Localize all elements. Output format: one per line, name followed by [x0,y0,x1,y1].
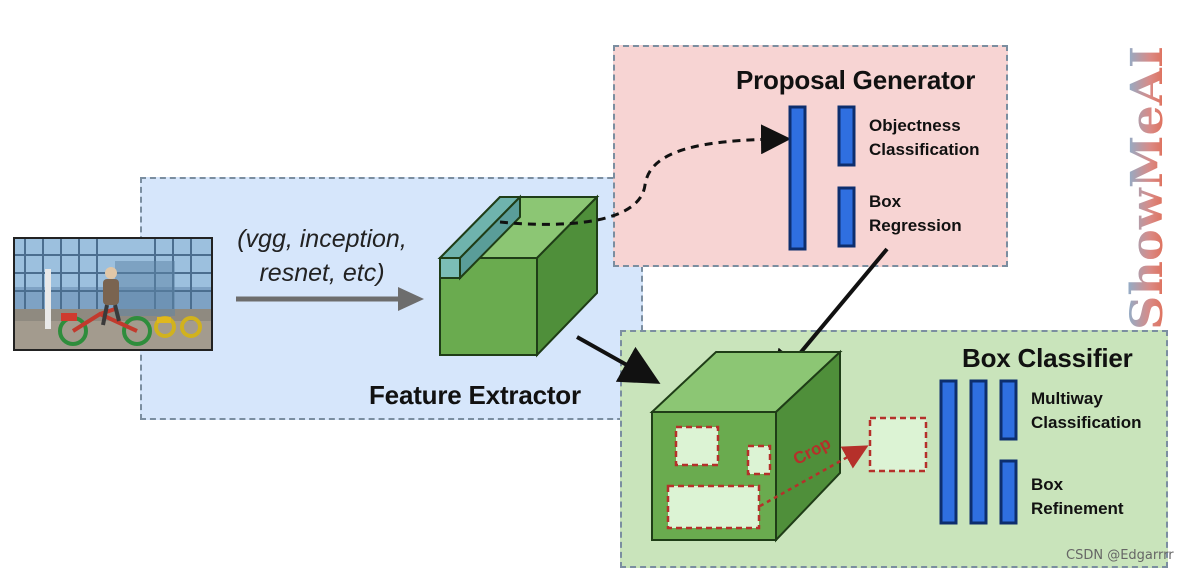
box-refinement-line-1: Box [1031,475,1064,494]
classifier-fc-layer-2 [969,379,988,525]
multiway-line-2: Classification [1031,413,1142,432]
box-regression-line-1: Box [869,192,902,211]
backbones-line-1: (vgg, inception, [237,225,407,253]
classifier-fc-layer-1 [939,379,958,525]
proposal-generator-panel [613,45,1008,267]
feature-extractor-title: Feature Extractor [369,380,581,410]
classifier-feature-cube [649,349,843,543]
objectness-classification-label: Objectness Classification [869,114,980,162]
cropped-region [868,416,928,473]
credit-text: CSDN @Edgarrrr [1066,548,1174,563]
box-classifier-title: Box Classifier [962,343,1133,373]
box-refinement-line-2: Refinement [1031,499,1124,518]
showmeai-watermark-logo: ShowMeAI [1124,46,1168,330]
objectness-line-1: Objectness [869,116,961,135]
objectness-layer [837,105,856,167]
proposal-conv-layer [788,105,807,251]
proposal-generator-title: Proposal Generator [736,65,976,95]
multiway-line-1: Multiway [1031,389,1103,408]
box-refinement-layer [999,459,1018,525]
backbones-label: (vgg, inception, resnet, etc) [222,222,422,290]
roi-box-3 [666,484,761,530]
input-image [13,237,213,351]
roi-box-1 [674,425,720,467]
box-refinement-label: Box Refinement [1031,473,1124,521]
objectness-line-2: Classification [869,140,980,159]
svg-text:ShowMeAI: ShowMeAI [1124,46,1168,330]
box-regression-layer [837,186,856,248]
roi-box-2 [746,444,772,476]
features-to-classifier-arrow [576,335,661,384]
box-regression-line-2: Regression [869,216,962,235]
proposal-dashed-arrow [499,124,791,226]
crop-arrow [759,445,869,508]
feature-map-cube [437,194,600,358]
multiway-classification-label: Multiway Classification [1031,387,1142,435]
backbones-line-2: resnet, etc) [259,259,385,287]
multiway-classification-layer [999,379,1018,441]
input-arrow [236,287,424,311]
box-regression-label: Box Regression [869,190,962,238]
